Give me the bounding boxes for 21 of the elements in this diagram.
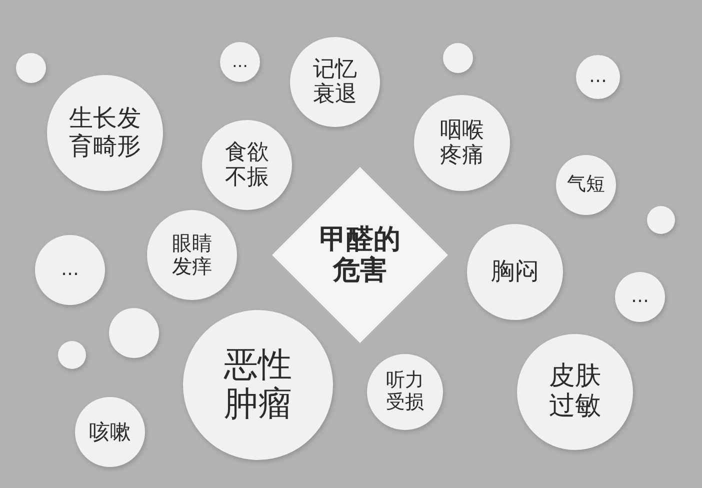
circle-label: 眼睛发痒 (171, 232, 213, 278)
circle-label: … (588, 66, 608, 88)
circle-label: 咽喉疼痛 (439, 118, 485, 168)
circle-label: 气短 (566, 174, 606, 196)
empty-circle (58, 341, 86, 369)
empty-circle (109, 308, 159, 358)
empty-circle (647, 206, 675, 234)
empty-circle (16, 53, 46, 83)
circle-label: 甲醛的危害 (318, 224, 402, 286)
circle-label: 咳嗽 (88, 420, 132, 444)
circle-label: 恶性肿瘤 (223, 346, 293, 424)
circle-label: … (231, 52, 249, 72)
circle-label: … (630, 286, 650, 308)
circle-label: … (60, 260, 80, 280)
circle-label: 生长发育畸形 (68, 105, 142, 161)
circle-label: 皮肤过敏 (548, 362, 602, 422)
circle-label: 记忆衰退 (312, 56, 358, 108)
circle-label: 胸闷 (490, 258, 540, 286)
circle-label: 食欲不振 (224, 140, 270, 190)
empty-circle (443, 43, 473, 73)
circle-label: 听力受损 (385, 370, 425, 414)
